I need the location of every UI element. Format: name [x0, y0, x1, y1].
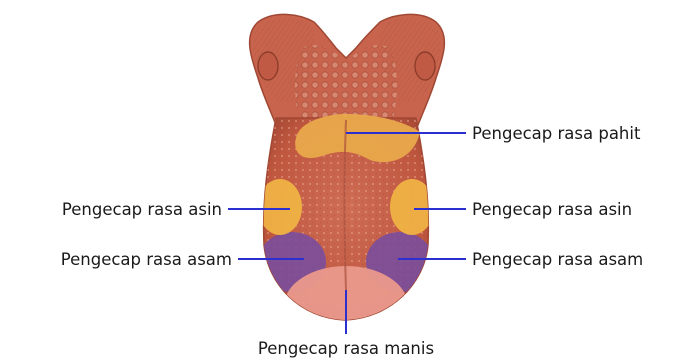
root-papillae-area: [295, 45, 397, 122]
label-asam-right: Pengecap rasa asam: [472, 250, 643, 269]
salty-zone-left: [258, 179, 302, 235]
label-pahit: Pengecap rasa pahit: [472, 124, 641, 143]
tonsil-right-icon: [415, 52, 435, 80]
label-asin-left: Pengecap rasa asin: [62, 200, 222, 219]
tongue-root: [250, 14, 445, 125]
tongue-body: [255, 110, 440, 346]
salty-zone-right: [390, 179, 434, 235]
label-asin-right: Pengecap rasa asin: [472, 200, 632, 219]
label-asam-left: Pengecap rasa asam: [61, 250, 232, 269]
tonsil-left-icon: [258, 52, 278, 80]
label-manis: Pengecap rasa manis: [258, 339, 434, 358]
